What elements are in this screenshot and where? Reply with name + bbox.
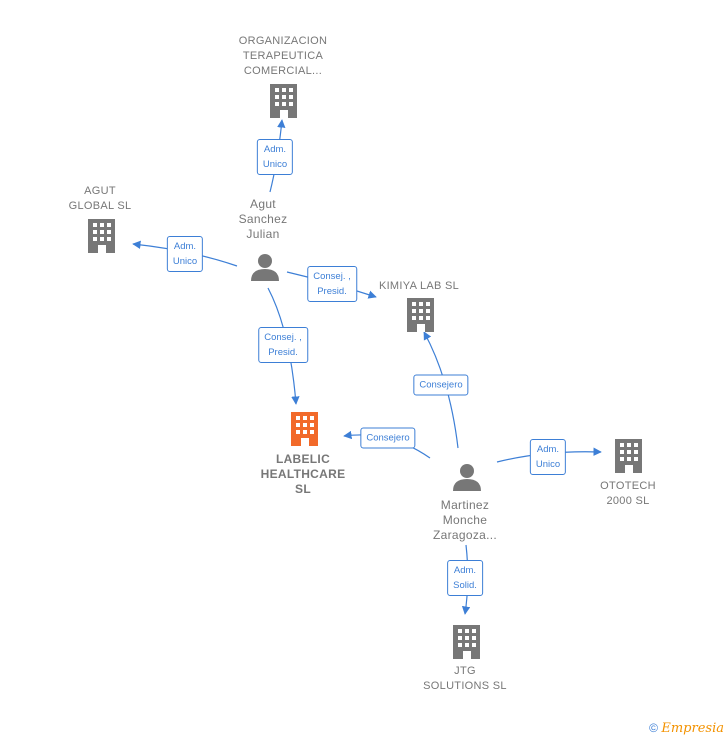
building-icon[interactable]	[407, 298, 434, 332]
copyright-symbol: ©	[649, 721, 659, 735]
node-label-kimiya[interactable]: KIMIYA LAB SL	[378, 280, 460, 292]
footer-watermark: © Empresia	[649, 721, 724, 736]
edge-label-agut-kimiya: Consej. , Presid.	[307, 266, 357, 302]
edge-label-martinez-ototech: Adm. Unico	[529, 439, 567, 475]
edge-label-agut-organizacion: Adm. Unico	[256, 139, 294, 175]
node-label-jtg[interactable]: JTG SOLUTIONS SL	[423, 665, 507, 692]
edge-label-martinez-jtg: Adm. Solid.	[447, 560, 483, 596]
node-label-organizacion[interactable]: ORGANIZACION TERAPEUTICA COMERCIAL...	[238, 35, 328, 77]
building-icon[interactable]	[615, 439, 642, 473]
building-icon[interactable]	[270, 84, 297, 118]
edge-label-agut-agut-global: Adm. Unico	[166, 236, 204, 272]
edge-label-martinez-labelic: Consejero	[360, 427, 416, 449]
node-label-ototech[interactable]: OTOTECH 2000 SL	[600, 480, 656, 507]
building-icon[interactable]	[291, 412, 318, 446]
building-icon[interactable]	[453, 625, 480, 659]
brand-logo[interactable]: Empresia	[661, 721, 724, 736]
building-icon[interactable]	[88, 219, 115, 253]
node-label-martinez[interactable]: Martinez Monche Zaragoza...	[433, 498, 497, 542]
person-icon[interactable]	[453, 464, 481, 491]
node-label-agut-global[interactable]: AGUT GLOBAL SL	[68, 185, 132, 212]
node-label-labelic[interactable]: LABELIC HEALTHCARE SL	[260, 452, 346, 496]
person-icon[interactable]	[251, 254, 279, 281]
edge-label-martinez-kimiya: Consejero	[413, 374, 469, 396]
edge-label-agut-labelic: Consej. , Presid.	[258, 327, 308, 363]
node-label-agut-sanchez[interactable]: Agut Sanchez Julian	[238, 197, 288, 241]
